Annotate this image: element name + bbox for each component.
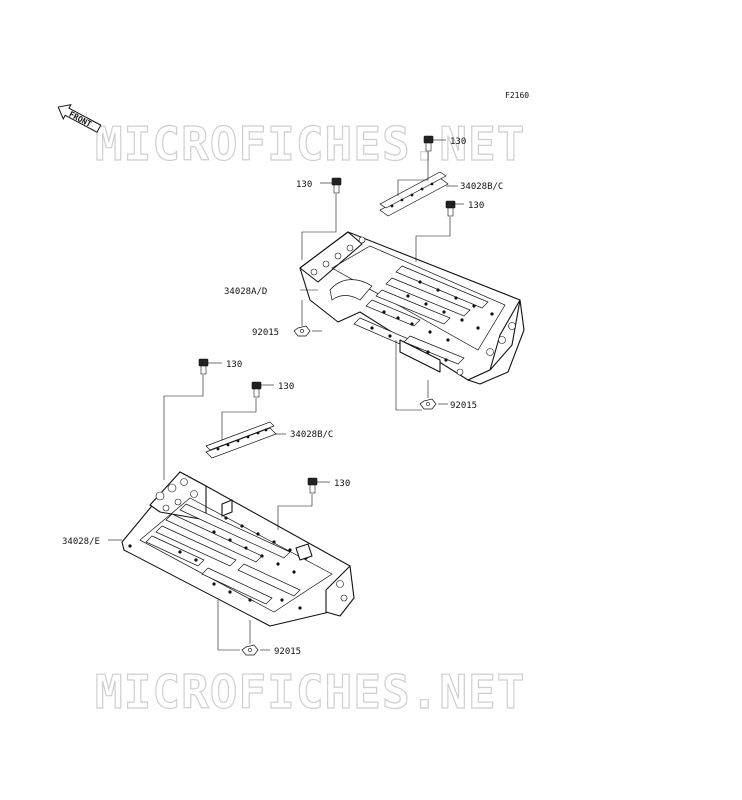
callout-34028e: 34028/E: [62, 537, 100, 547]
bolt-icon: [331, 177, 342, 194]
lower-footrest: [121, 471, 355, 627]
bolt-icon: [445, 200, 456, 217]
bolt-icon: [198, 358, 209, 375]
callout-130-upper-right: 130: [468, 201, 484, 211]
callout-130-lower-left: 130: [226, 360, 242, 370]
bolt-icon: [251, 381, 262, 398]
callout-130-lower-mid: 130: [278, 382, 294, 392]
bolt-icon: [307, 477, 318, 494]
upper-footrest: [299, 231, 525, 385]
nut-icon: [419, 398, 437, 410]
callout-130-lower-right: 130: [334, 479, 350, 489]
callout-130-upper-left: 130: [296, 180, 312, 190]
front-label: FRONT: [67, 110, 93, 129]
figure-code: F2160: [505, 91, 529, 100]
nut-icon: [241, 644, 259, 656]
callout-92015-upper-left: 92015: [252, 328, 279, 338]
callout-34028bc-lower: 34028B/C: [290, 430, 333, 440]
bolt-icon: [423, 135, 434, 152]
watermark-bottom: MICROFICHES.NET: [95, 665, 525, 719]
callout-130-upper-top: 130: [450, 137, 466, 147]
callout-92015-upper-bottom: 92015: [450, 401, 477, 411]
callout-34028bc-upper: 34028B/C: [460, 182, 503, 192]
callout-34028ad: 34028A/D: [224, 287, 267, 297]
lower-mat: [205, 421, 277, 459]
nut-icon: [293, 325, 311, 337]
watermark-top: MICROFICHES.NET: [95, 117, 525, 171]
callout-92015-lower: 92015: [274, 647, 301, 657]
upper-mat: [379, 171, 449, 217]
